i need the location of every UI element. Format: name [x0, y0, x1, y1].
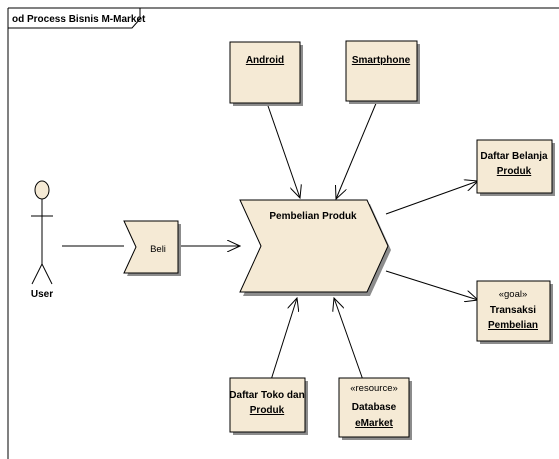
daftar-belanja-line1: Daftar Belanja — [480, 151, 548, 162]
diagram-frame: od Process Bisnis M-Market — [7, 7, 559, 459]
smartphone-label: Smartphone — [352, 55, 411, 66]
actor-head — [34, 180, 50, 200]
flow-smartphone-pembelian — [336, 100, 378, 199]
actor-user: User — [31, 180, 53, 300]
goal-line2: Pembelian — [488, 320, 538, 331]
android-label: Android — [246, 55, 284, 66]
frame-title: od Process Bisnis M-Market — [12, 14, 146, 25]
database-line2: eMarket — [355, 418, 393, 429]
process-beli: Beli — [123, 220, 181, 276]
process-beli-label: Beli — [150, 244, 166, 255]
object-daftar-belanja: Daftar Belanja Produk — [476, 139, 555, 196]
object-smartphone: Smartphone — [345, 40, 420, 104]
flow-android-pembelian — [266, 102, 300, 198]
actor-right-leg — [41, 263, 53, 285]
flow-database-pembelian — [334, 298, 364, 381]
database-stereotype: «resource» — [350, 383, 398, 394]
object-android: Android — [229, 41, 303, 106]
object-database: «resource» Database eMarket — [338, 377, 412, 440]
flow-pembelian-daftar-belanja — [385, 181, 478, 215]
process-pembelian-produk: Pembelian Produk — [239, 199, 391, 296]
daftar-belanja-line2: Produk — [497, 166, 532, 177]
database-line1: Database — [352, 402, 397, 413]
goal-line1: Transaksi — [490, 305, 536, 316]
daftar-toko-line2: Produk — [250, 405, 285, 416]
object-daftar-toko: Daftar Toko dan Produk — [229, 377, 308, 435]
flow-pembelian-goal — [385, 270, 478, 300]
actor-left-leg — [31, 263, 43, 285]
daftar-toko-line1: Daftar Toko dan — [229, 390, 304, 401]
connectors — [62, 100, 478, 381]
goal-stereotype: «goal» — [499, 289, 528, 300]
process-pembelian-label: Pembelian Produk — [269, 211, 357, 222]
object-goal-transaksi: «goal» Transaksi Pembelian — [476, 280, 553, 344]
flow-daftar-toko-pembelian — [270, 298, 297, 381]
actor-label: User — [31, 289, 53, 300]
